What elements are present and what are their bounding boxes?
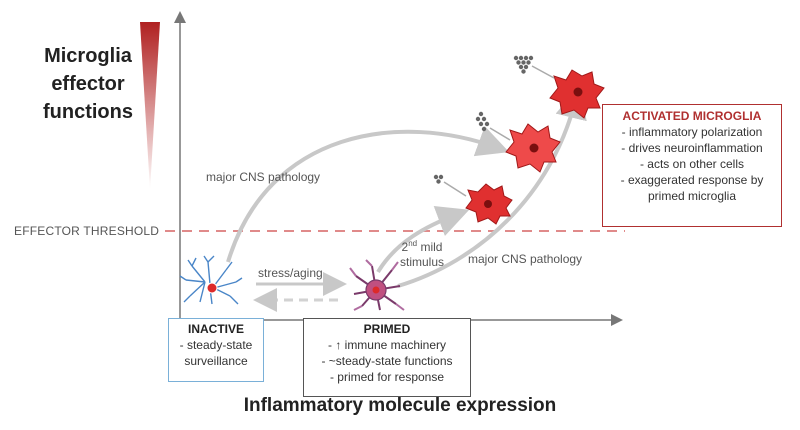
primed-line-1: - ↑ immune machinery [327, 338, 447, 352]
x-axis-title: Inflammatory molecule expression [243, 395, 557, 416]
y-axis-title-line-1: Microglia [44, 45, 132, 67]
arrow-primed-to-activated-large [397, 86, 587, 288]
second-mild-superscript: nd [408, 239, 418, 248]
activated-microglia-cell-3 [549, 69, 605, 119]
cytokine-icon-large [513, 55, 555, 79]
primed-box: PRIMED - ↑ immune machinery - ~steady-st… [303, 318, 471, 397]
activated-line-2: - drives neuroinflammation [621, 141, 763, 155]
inactive-line-1: - steady-state [179, 338, 253, 352]
activated-microglia-box: ACTIVATED MICROGLIA - inflammatory polar… [602, 104, 782, 227]
activated-line-5: primed microglia [647, 189, 737, 203]
primed-line-2: - ~steady-state functions [321, 354, 453, 368]
second-mild-stimulus-label: 2nd mild stimulus [392, 236, 452, 270]
effector-gradient-wedge [140, 22, 160, 190]
second-mild-word: mild [420, 240, 443, 254]
activated-line-1: - inflammatory polarization [621, 125, 763, 139]
stress-aging-label: stress/aging [258, 266, 323, 280]
inactive-title: INACTIVE [187, 322, 244, 336]
major-pathology-label-lower: major CNS pathology [468, 252, 583, 266]
major-pathology-label-upper: major CNS pathology [206, 170, 321, 184]
cytokine-icon-medium [475, 111, 511, 141]
inactive-line-2: surveillance [184, 354, 248, 368]
y-axis-title: Microglia effector functions [28, 42, 148, 126]
inactive-box: INACTIVE - steady-state surveillance [168, 318, 264, 382]
activated-line-3: - acts on other cells [639, 157, 745, 171]
y-axis-title-line-3: functions [43, 101, 133, 123]
y-axis-title-line-2: effector [51, 73, 125, 95]
activated-title: ACTIVATED MICROGLIA [622, 109, 762, 123]
inactive-microglia-cell [179, 255, 243, 305]
primed-line-3: - primed for response [329, 370, 445, 384]
cytokine-icon-small [433, 174, 467, 197]
arrow-primed-to-activated-small [376, 206, 470, 274]
activated-microglia-cell-1 [465, 183, 513, 225]
arrow-inactive-to-activated [226, 126, 510, 263]
activated-line-4: - exaggerated response by [620, 173, 764, 187]
primed-microglia-cell [349, 259, 405, 311]
stimulus-word: stimulus [399, 255, 444, 269]
effector-threshold-label: EFFECTOR THRESHOLD [14, 224, 160, 238]
primed-title: PRIMED [363, 322, 411, 336]
second-mild-number: 2 [401, 240, 409, 254]
activated-microglia-cell-2 [505, 123, 561, 173]
